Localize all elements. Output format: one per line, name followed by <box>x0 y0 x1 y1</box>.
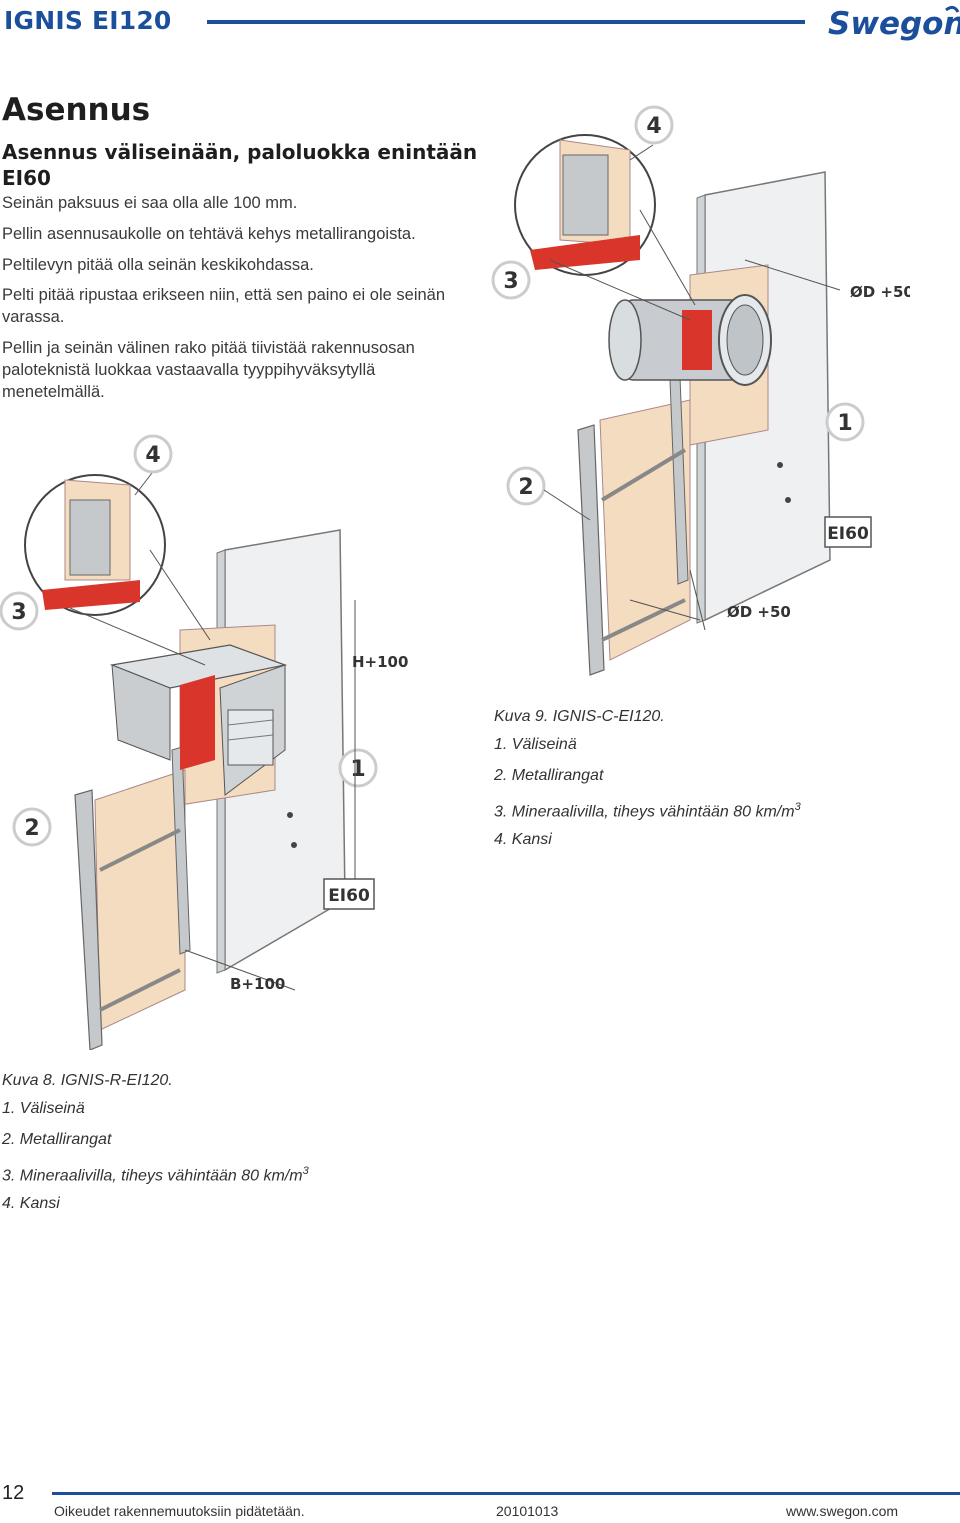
fig9-callout-3-label: 3 <box>503 269 518 294</box>
paragraph-sealing: Pellin ja seinän välinen rako pitää tiiv… <box>2 339 415 401</box>
fig8-callout-3 <box>0 591 39 631</box>
section-heading: Asennus <box>2 92 151 128</box>
paragraph-suspension: Pelti pitää ripustaa erikseen niin, että… <box>2 286 446 326</box>
fig9-callout-4-label: 4 <box>646 114 661 139</box>
fig8-caption-item-2: 2. Metallirangat <box>2 1131 112 1148</box>
fig8-metal-stud-middle <box>171 746 191 955</box>
fig8-caption-item-3: 3. Mineraalivilla, tiheys vähintään 80 k… <box>2 1165 309 1185</box>
fig8-class-box <box>323 878 375 910</box>
fig9-callout-2 <box>506 466 546 506</box>
fig8-callout-4-label: 4 <box>145 443 160 468</box>
fig9-caption-superscript: 3 <box>794 801 801 813</box>
fig8-callout-2 <box>12 807 52 847</box>
paragraph-frame: Pellin asennusaukolle on tehtävä kehys m… <box>2 225 416 243</box>
fig9-callout-1-label: 1 <box>837 411 852 436</box>
fig9-caption-item-1: 1. Väliseinä <box>494 736 577 753</box>
fig8-caption-item-1: 1. Väliseinä <box>2 1100 85 1117</box>
fig9-class-label: EI60 <box>827 524 869 544</box>
fig8-dimension-width: B+100 <box>230 975 285 993</box>
fig9-class-box <box>824 516 872 548</box>
header-rule <box>207 20 805 24</box>
footer-disclaimer: Oikeudet rakennemuutoksiin pidätetään. <box>54 1503 305 1519</box>
swegon-logo: Swegon <box>828 5 960 42</box>
figure-8-rectangular-damper-installation: 4 3 1 2 H+100 EI60 B+100 <box>0 434 408 1050</box>
section-subheading: Asennus väliseinään, paloluokka enintään… <box>2 140 478 190</box>
footer-date-code: 20101013 <box>496 1503 559 1519</box>
fig9-callout-3 <box>491 260 531 300</box>
fig9-caption-item-4: 4. Kansi <box>494 831 552 848</box>
fig9-dimension-bottom: ØD +50 <box>727 603 791 621</box>
fig9-round-duct <box>608 294 772 386</box>
fig8-callout-2-label: 2 <box>24 816 39 841</box>
fig8-rectangular-damper <box>109 644 288 796</box>
svg-text:Swegon: Swegon <box>828 6 960 42</box>
fig8-caption-superscript: 3 <box>302 1165 309 1177</box>
fig8-callout-4 <box>133 434 173 474</box>
fig8-caption-item-4: 4. Kansi <box>2 1195 60 1212</box>
fig8-callout-1 <box>338 748 378 788</box>
fig8-class-label: EI60 <box>328 886 370 906</box>
fig9-caption-item-2: 2. Metallirangat <box>494 767 604 784</box>
fig9-callout-2-label: 2 <box>518 475 533 500</box>
document-title: IGNIS EI120 <box>4 6 172 35</box>
page-number: 12 <box>2 1482 25 1504</box>
fig8-metal-stud-left <box>74 789 103 1050</box>
paragraph-wall-thickness: Seinän paksuus ei saa olla alle 100 mm. <box>2 194 298 212</box>
footer-website-link[interactable]: www.swegon.com <box>786 1503 899 1519</box>
fig8-dimension-height: H+100 <box>352 653 408 671</box>
fig9-callout-1 <box>825 402 865 442</box>
fig8-callout-1-label: 1 <box>350 757 365 782</box>
footer-rule <box>52 1492 960 1495</box>
fig9-caption-item-3: 3. Mineraalivilla, tiheys vähintään 80 k… <box>494 801 801 821</box>
fig9-mineral-wool-lower <box>599 399 691 661</box>
fig9-caption-title: Kuva 9. IGNIS-C-EI120. <box>494 708 665 725</box>
fig8-caption-title: Kuva 8. IGNIS-R-EI120. <box>2 1072 173 1089</box>
fig9-metal-stud-left <box>577 424 605 676</box>
figure-9-round-damper-installation: 4 3 1 2 ØD +50 EI60 ØD +50 <box>491 105 910 676</box>
fig9-dimension-top: ØD +50 <box>850 283 910 301</box>
fig8-callout-3-label: 3 <box>11 600 26 625</box>
fig9-callout-4 <box>634 105 674 145</box>
paragraph-center: Peltilevyn pitää olla seinän keskikohdas… <box>2 256 314 274</box>
